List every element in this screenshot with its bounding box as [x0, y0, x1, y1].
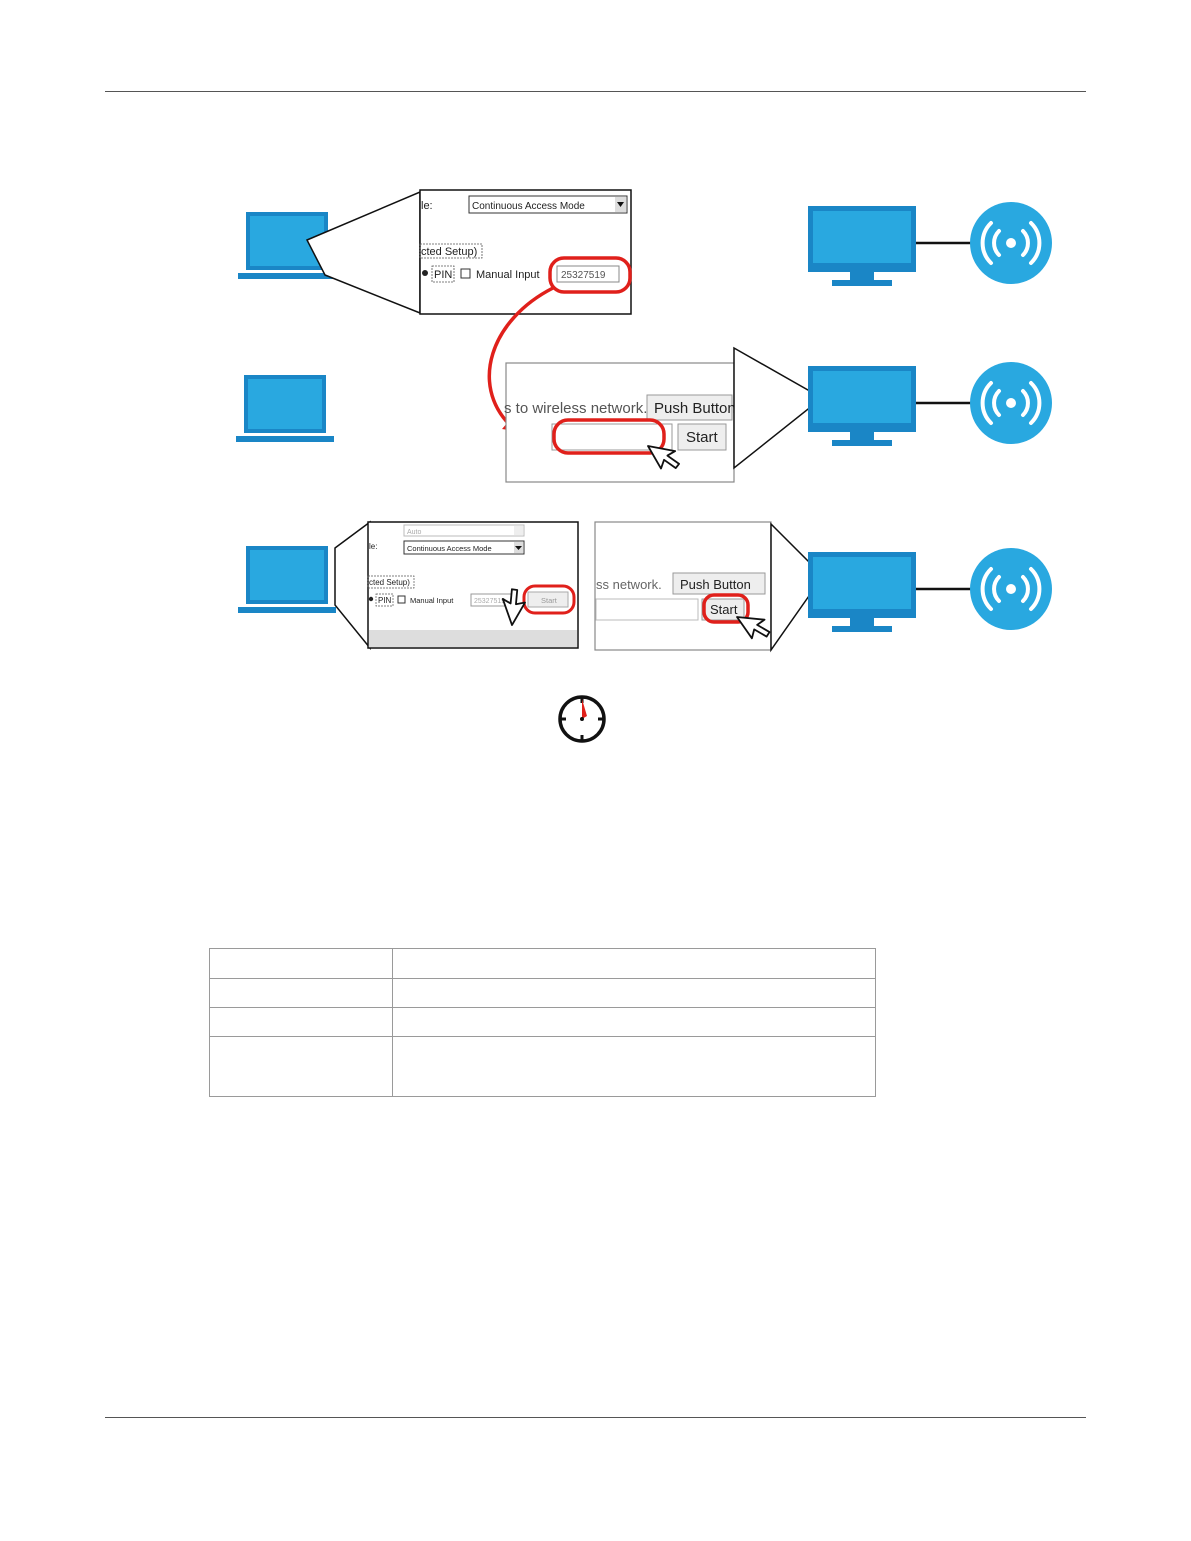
header-rule: [105, 91, 1086, 92]
wps-label: cted Setup): [369, 578, 410, 587]
callout-right-2: [733, 346, 824, 470]
pin-value: 25327519: [561, 270, 606, 281]
table-cell: [209, 1007, 393, 1037]
push-button[interactable]: [646, 394, 733, 421]
pin-input[interactable]: [551, 423, 673, 451]
pin-input[interactable]: [595, 598, 699, 621]
wireless-icon: [968, 360, 1054, 446]
start-highlight-right: [702, 593, 750, 624]
table-row: [209, 948, 876, 979]
laptop-icon: [236, 375, 334, 442]
table-cell: [392, 1007, 876, 1037]
wps-label: cted Setup): [421, 246, 477, 258]
mode-label: le:: [421, 200, 433, 212]
table-cell: [392, 978, 876, 1008]
laptop-icon: [238, 546, 336, 613]
start-button-right[interactable]: [701, 598, 745, 621]
chevron-down-icon: [617, 202, 624, 207]
start-label-left: Start: [541, 596, 558, 605]
table-cell: [392, 948, 876, 979]
pin-input-highlight: [552, 418, 666, 455]
mode-label: le:: [369, 542, 377, 551]
network-text: s to wireless network.: [504, 400, 647, 417]
wireless-icon: [968, 546, 1054, 632]
mode-select[interactable]: [403, 540, 525, 555]
table-cell: [209, 1036, 393, 1097]
data-table: [209, 948, 876, 1097]
monitor-icon: [808, 366, 916, 446]
pin-radio[interactable]: [368, 596, 374, 602]
manual-input-label: Manual Input: [476, 269, 540, 281]
chevron-down-icon: [515, 546, 522, 550]
callout-right-3: [770, 522, 824, 653]
start-highlight-left: [522, 584, 576, 615]
wps-diagram: le: Continuous Access Mode cted Setup) P…: [236, 189, 1054, 743]
table-cell: [209, 978, 393, 1008]
start-label-right: Start: [710, 602, 738, 617]
callout-left-3: [334, 520, 371, 651]
mode-select[interactable]: [468, 195, 628, 214]
pin-highlight: [548, 256, 632, 294]
table-row: [209, 1007, 876, 1037]
wireless-icon: [968, 200, 1054, 286]
footer-rule: [105, 1417, 1086, 1418]
start-button-left[interactable]: [527, 591, 569, 608]
manual-input-checkbox[interactable]: [460, 268, 471, 279]
push-button-label: Push Button: [680, 577, 751, 592]
auto-select-value: Auto: [407, 529, 422, 536]
table-row: [209, 978, 876, 1008]
monitor-icon: [808, 552, 916, 632]
table-row: [209, 1036, 876, 1097]
timer-icon: [558, 695, 606, 743]
pin-label: PIN: [378, 596, 392, 605]
table-cell: [392, 1036, 876, 1097]
manual-input-checkbox[interactable]: [397, 595, 406, 604]
start-button[interactable]: [677, 423, 727, 451]
start-label: Start: [686, 429, 719, 446]
push-button-label: Push Button: [654, 400, 736, 417]
network-text: ss network.: [596, 577, 662, 592]
pin-field[interactable]: [556, 265, 620, 283]
pin-value: 25327519: [474, 598, 505, 605]
red-arrow: [487, 286, 554, 427]
monitor-icon: [808, 206, 916, 286]
pin-label: PIN: [434, 269, 452, 281]
table-cell: [209, 948, 393, 979]
callout-left-1: [305, 190, 421, 315]
mode-select-value: Continuous Access Mode: [472, 201, 585, 212]
manual-input-label: Manual Input: [410, 596, 454, 605]
auto-select[interactable]: [403, 524, 525, 537]
zoom-panel-2: [505, 362, 735, 483]
mode-select-value: Continuous Access Mode: [407, 544, 492, 553]
pin-radio[interactable]: [422, 270, 428, 276]
